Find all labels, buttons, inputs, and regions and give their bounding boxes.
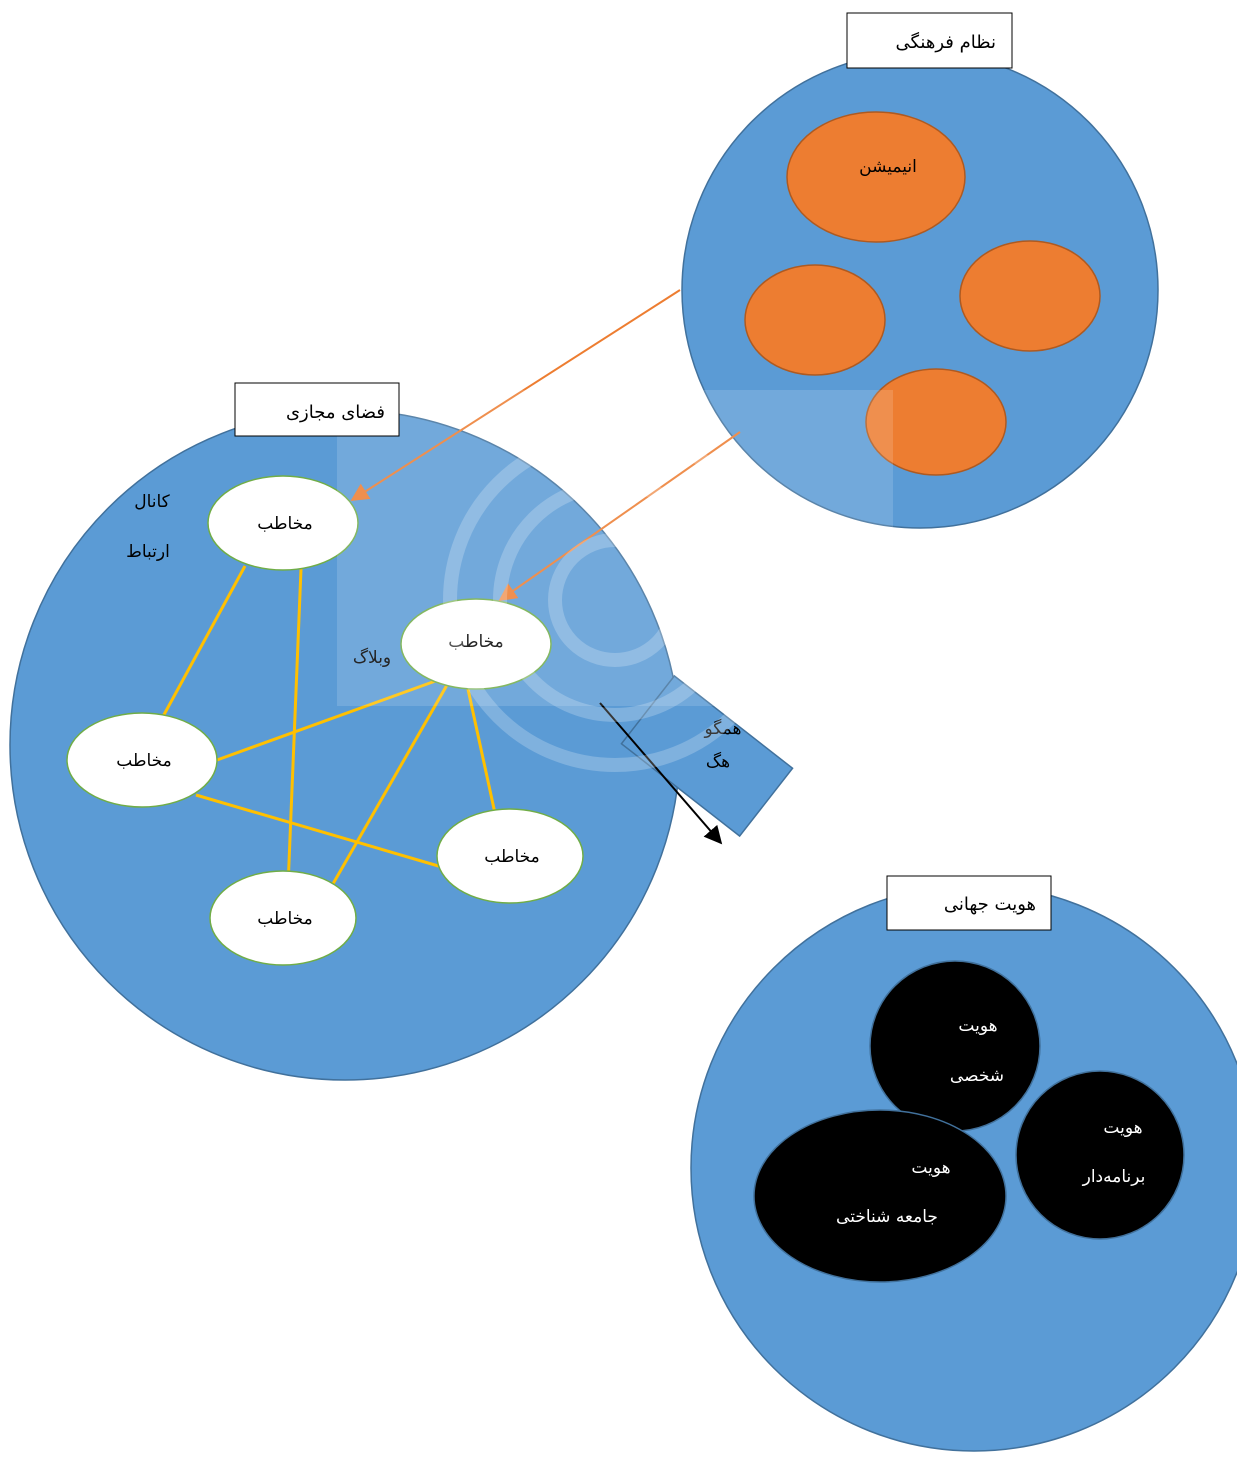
virtual-space-title: فضای مجازی — [286, 402, 385, 423]
sociological-identity-node — [753, 1109, 1007, 1283]
audience-label-mid-left: مخاطب — [116, 751, 171, 771]
edge-top-to-mid-left — [158, 565, 247, 723]
programmed-identity-line2: برنامه‌دار — [1082, 1167, 1146, 1187]
audience-node-bottom — [209, 870, 357, 966]
cultural-system-title-box: نظام فرهنگی — [846, 12, 1013, 69]
personal-identity-line1: هویت — [958, 1016, 997, 1036]
audience-label-right: مخاطب — [484, 847, 539, 867]
personal-identity-node — [869, 960, 1041, 1132]
global-identity-title-box: هویت جهانی — [886, 875, 1052, 931]
edge-top-to-bottom — [286, 568, 303, 888]
arrow-culture-to-weblog-audience — [498, 431, 741, 602]
sociological-identity-line2: جامعه شناختی — [836, 1207, 938, 1227]
audience-label-bottom: مخاطب — [257, 909, 312, 929]
channel-label-line1: کانال — [134, 492, 170, 512]
virtual-space-group: مخاطب مخاطب مخاطب مخاطب مخاطب کانال ارتب… — [9, 409, 681, 1081]
animation-label: انیمیشن — [859, 157, 917, 177]
audience-node-top — [207, 475, 359, 571]
edge-weblog-to-mid-left — [216, 673, 453, 762]
watermark-overlay — [337, 390, 893, 706]
watermark-emblem — [443, 428, 787, 772]
sociological-identity-line1: هویت — [911, 1158, 950, 1178]
cultural-system-group: انیمیشن — [681, 51, 1159, 529]
audience-node-mid-left — [66, 712, 218, 808]
edge-mid-left-to-right — [195, 793, 453, 872]
global-identity-group: هویت شخصی هویت برنامه‌دار هویت جامعه شنا… — [690, 884, 1237, 1452]
convergence-label-line2: هگ — [706, 751, 730, 772]
audience-node-weblog — [400, 598, 552, 690]
weblog-label: وبلاگ — [353, 647, 391, 668]
animation-ellipse — [786, 111, 966, 243]
audience-label-top: مخاطب — [257, 514, 312, 534]
channel-label-line2: ارتباط — [126, 542, 170, 562]
convergence-group: همگو هگ — [620, 674, 794, 838]
orange-ellipse-right — [959, 240, 1101, 352]
convergence-label-line1: همگو — [704, 718, 742, 739]
audience-node-right — [436, 808, 584, 904]
programmed-identity-line1: هویت — [1103, 1118, 1142, 1138]
programmed-identity-node — [1015, 1070, 1185, 1240]
edge-weblog-to-right — [464, 679, 498, 819]
arrow-culture-to-top-audience — [350, 289, 681, 501]
cultural-system-title: نظام فرهنگی — [895, 31, 996, 53]
orange-ellipse-bottom — [865, 368, 1007, 476]
edge-weblog-to-bottom — [324, 684, 449, 897]
orange-ellipse-left — [744, 264, 886, 376]
convergence-box — [620, 674, 794, 838]
audience-label-weblog: مخاطب — [448, 632, 503, 652]
virtual-space-title-box: فضای مجازی — [234, 382, 400, 437]
personal-identity-line2: شخصی — [950, 1066, 1004, 1086]
global-identity-title: هویت جهانی — [944, 894, 1036, 915]
arrow-virtual-to-global — [599, 702, 723, 845]
